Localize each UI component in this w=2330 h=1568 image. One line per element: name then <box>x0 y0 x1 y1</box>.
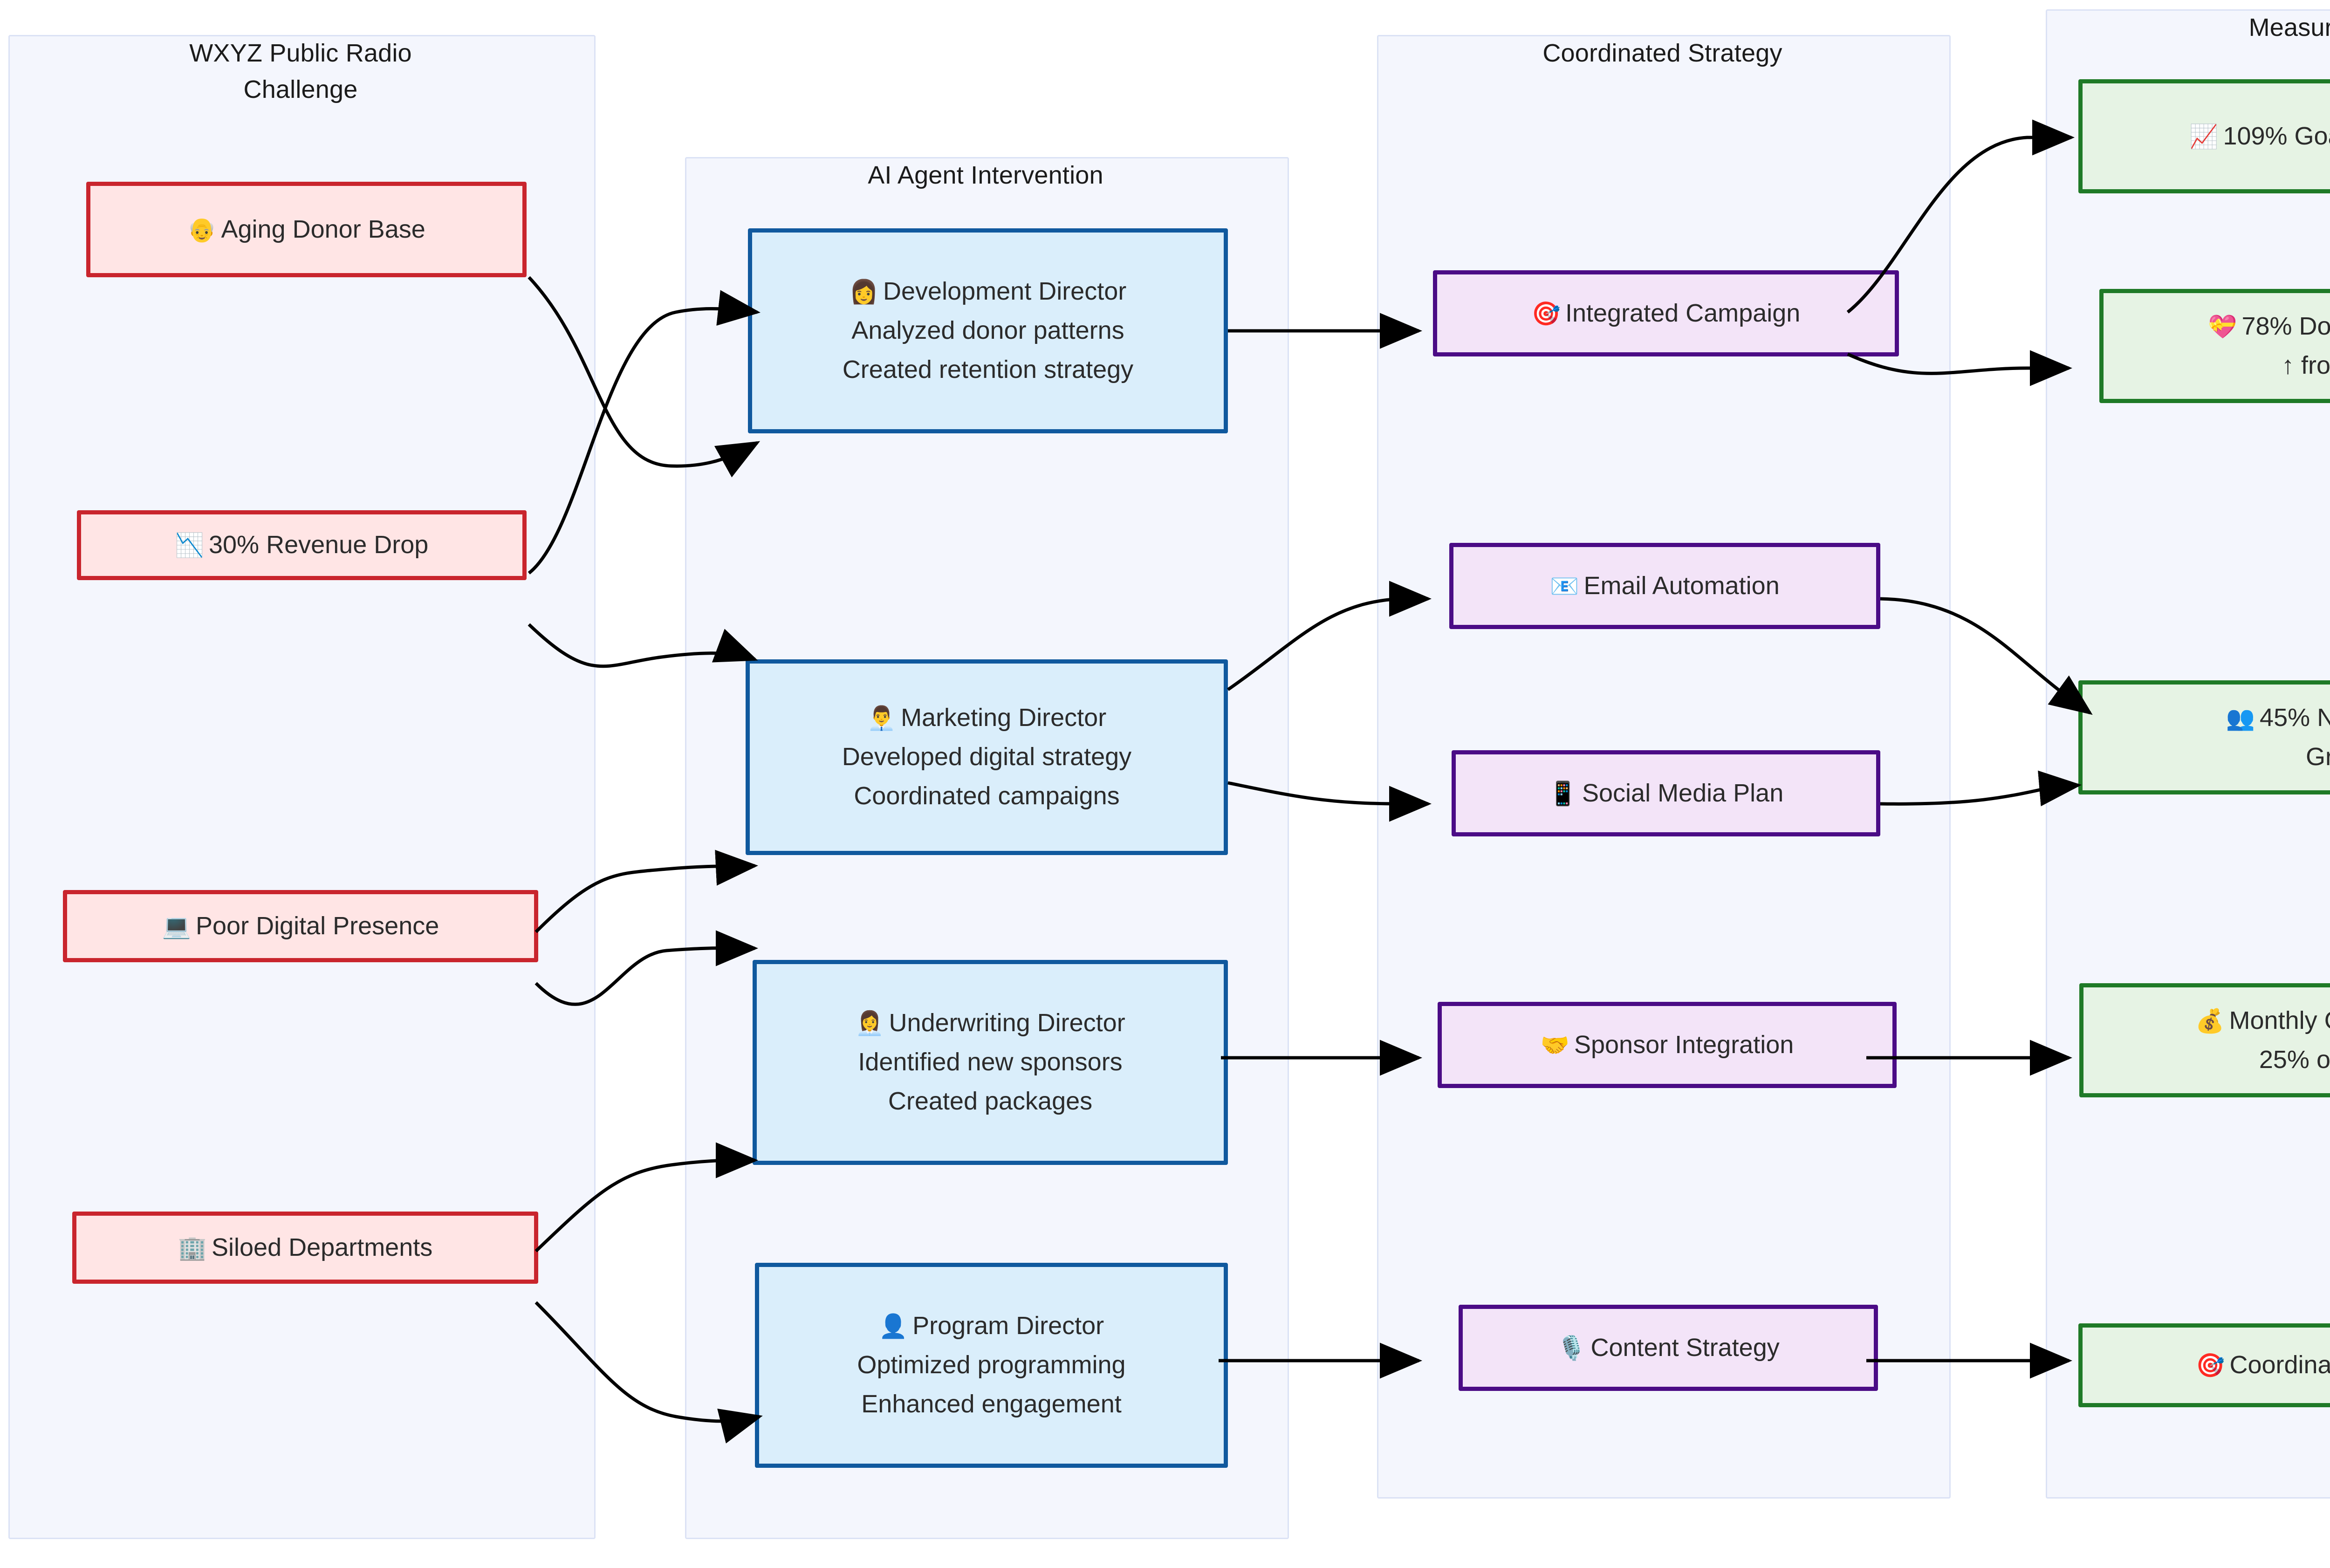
node-label: Poor Digital Presence <box>196 911 439 940</box>
email-icon: 📧 <box>1550 572 1579 600</box>
node-label: Sponsor Integration <box>1574 1030 1794 1059</box>
node-email-automation[interactable]: 📧Email Automation <box>1449 543 1880 629</box>
man-office-worker-icon: 👨‍💼 <box>867 705 897 732</box>
node-label: Social Media Plan <box>1582 779 1784 807</box>
node-label: Content Strategy <box>1590 1333 1780 1362</box>
node-label: Email Automation <box>1583 571 1780 600</box>
cluster-title-strategy: Coordinated Strategy <box>1377 35 1948 71</box>
node-line2: 25% of revenue <box>2259 1045 2330 1074</box>
laptop-icon: 💻 <box>162 912 191 940</box>
cluster-title-results: Measurable Results <box>2046 9 2330 46</box>
node-underwriting-director[interactable]: 👩‍💼Underwriting Director Identified new … <box>753 960 1228 1165</box>
node-line3: Coordinated campaigns <box>854 781 1120 810</box>
node-label: Marketing Director <box>901 704 1107 732</box>
older-person-icon: 👴 <box>187 216 217 243</box>
office-building-icon: 🏢 <box>178 1234 207 1261</box>
direct-hit-icon: 🎯 <box>1531 300 1561 327</box>
node-line2: Identified new sponsors <box>858 1048 1123 1076</box>
node-label: Siloed Departments <box>212 1233 433 1261</box>
cluster-title-intervention-line1: AI Agent Intervention <box>868 161 1103 189</box>
node-label: 45% New Member <box>2260 703 2330 732</box>
cluster-title-challenge-line1: WXYZ Public Radio <box>189 39 412 67</box>
node-integrated-campaign[interactable]: 🎯Integrated Campaign <box>1433 270 1899 356</box>
cluster-title-challenge-line2: Challenge <box>243 75 358 104</box>
node-label: Development Director <box>883 277 1127 306</box>
node-marketing-director[interactable]: 👨‍💼Marketing Director Developed digital … <box>746 659 1228 855</box>
busts-in-silhouette-icon: 👥 <box>2226 704 2255 732</box>
node-line2: Developed digital strategy <box>842 743 1132 771</box>
node-line3: Created retention strategy <box>842 355 1134 383</box>
node-monthly-giving[interactable]: 💰Monthly Giving Program 25% of revenue <box>2079 983 2330 1097</box>
node-line3: Enhanced engagement <box>861 1390 1122 1418</box>
node-line3: Created packages <box>888 1087 1093 1115</box>
node-poor-digital-presence[interactable]: 💻Poor Digital Presence <box>63 890 538 962</box>
node-line2: Optimized programming <box>857 1351 1126 1379</box>
node-sponsor-integration[interactable]: 🤝Sponsor Integration <box>1438 1002 1897 1088</box>
node-donor-retention[interactable]: 💝78% Donor Retention ↑ from 65% <box>2099 289 2330 403</box>
node-label: Coordinated Operations <box>2229 1351 2330 1379</box>
mobile-phone-icon: 📱 <box>1548 780 1577 807</box>
node-label: Program Director <box>912 1312 1104 1340</box>
node-social-media-plan[interactable]: 📱Social Media Plan <box>1452 750 1880 836</box>
heart-with-ribbon-icon: 💝 <box>2208 313 2237 340</box>
direct-hit-icon: 🎯 <box>2196 1352 2225 1379</box>
cluster-title-intervention: AI Agent Intervention <box>685 157 1286 193</box>
node-line2: Growth <box>2305 742 2330 771</box>
node-new-member-growth[interactable]: 👥45% New Member Growth <box>2078 680 2330 794</box>
node-label: Underwriting Director <box>889 1009 1125 1037</box>
node-label: 109% Goal Achievement <box>2223 122 2330 150</box>
cluster-challenge <box>8 35 596 1539</box>
node-siloed-departments[interactable]: 🏢Siloed Departments <box>72 1212 538 1284</box>
node-aging-donor-base[interactable]: 👴Aging Donor Base <box>86 182 527 277</box>
node-development-director[interactable]: 👩Development Director Analyzed donor pat… <box>748 228 1228 433</box>
node-revenue-drop[interactable]: 📉30% Revenue Drop <box>77 510 527 580</box>
node-label: 78% Donor Retention <box>2241 312 2330 340</box>
bust-in-silhouette-icon: 👤 <box>878 1313 908 1340</box>
money-bag-icon: 💰 <box>2195 1007 2225 1034</box>
cluster-title-results-line1: Measurable Results <box>2248 14 2330 41</box>
chart-decreasing-icon: 📉 <box>175 532 204 559</box>
node-coordinated-operations[interactable]: 🎯Coordinated Operations <box>2078 1323 2330 1407</box>
cluster-title-challenge: WXYZ Public Radio Challenge <box>8 35 593 108</box>
node-label: Aging Donor Base <box>221 215 425 243</box>
woman-office-worker-icon: 👩‍💼 <box>855 1010 884 1037</box>
node-label: Monthly Giving Program <box>2229 1006 2330 1034</box>
node-label: 30% Revenue Drop <box>208 531 429 559</box>
node-line2: ↑ from 65% <box>2281 351 2330 379</box>
node-goal-achievement[interactable]: 📈109% Goal Achievement <box>2078 79 2330 193</box>
node-line2: Analyzed donor patterns <box>851 316 1124 345</box>
node-program-director[interactable]: 👤Program Director Optimized programming … <box>755 1263 1228 1468</box>
handshake-icon: 🤝 <box>1540 1031 1569 1059</box>
node-label: Integrated Campaign <box>1565 299 1801 327</box>
node-content-strategy[interactable]: 🎙️Content Strategy <box>1459 1305 1878 1391</box>
woman-icon: 👩 <box>849 278 879 306</box>
studio-microphone-icon: 🎙️ <box>1557 1334 1586 1362</box>
cluster-title-strategy-line1: Coordinated Strategy <box>1542 39 1782 67</box>
chart-increasing-icon: 📈 <box>2189 123 2219 150</box>
